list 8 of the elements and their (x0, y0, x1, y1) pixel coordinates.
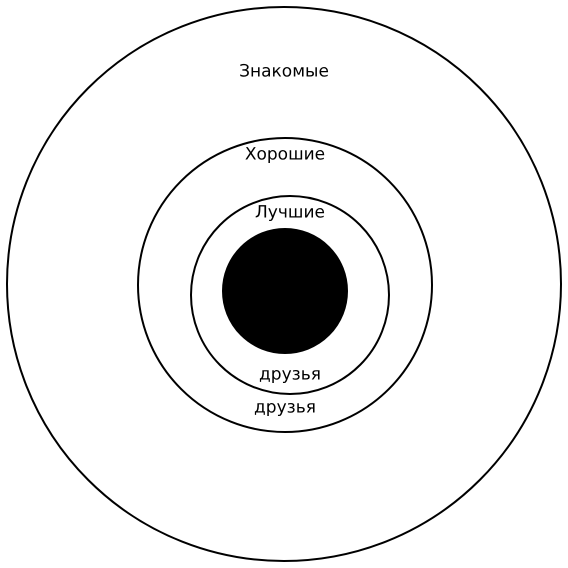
ring-label: друзья (254, 398, 316, 418)
middle-circle (137, 137, 433, 433)
ring-label: друзья (259, 366, 321, 384)
ring-label: Лучшие (255, 204, 325, 222)
inner-circle (190, 195, 390, 395)
ring-label: Хорошие (244, 146, 326, 164)
outer-circle (6, 6, 562, 562)
ring-label: Знакомые (239, 62, 329, 82)
